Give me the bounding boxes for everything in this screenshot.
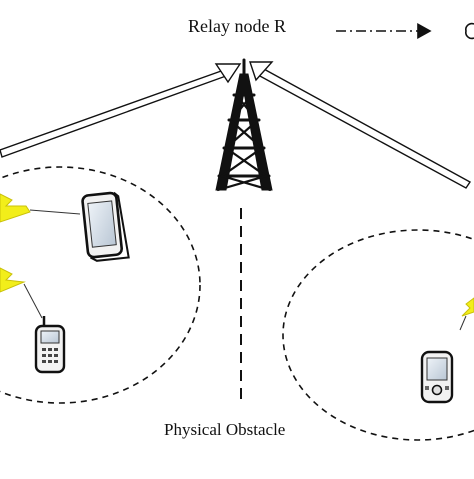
physical-obstacle-label: Physical Obstacle [164, 420, 286, 439]
lightning-icon [459, 297, 474, 331]
tablet-icon [81, 191, 130, 262]
lightning-icon [0, 193, 31, 293]
right-cell-boundary [282, 229, 474, 441]
pda-icon [420, 350, 454, 404]
link-line [23, 283, 43, 319]
right-downlink-arrow [249, 61, 472, 189]
relay-node-label: Relay node R [188, 16, 286, 36]
relay-tower-icon [215, 58, 273, 192]
link-line [29, 209, 81, 215]
legend-partial-symbol [465, 22, 474, 40]
mobile-phone-icon [34, 316, 66, 374]
left-cell-boundary [0, 166, 201, 404]
left-uplink-arrow [0, 63, 242, 158]
